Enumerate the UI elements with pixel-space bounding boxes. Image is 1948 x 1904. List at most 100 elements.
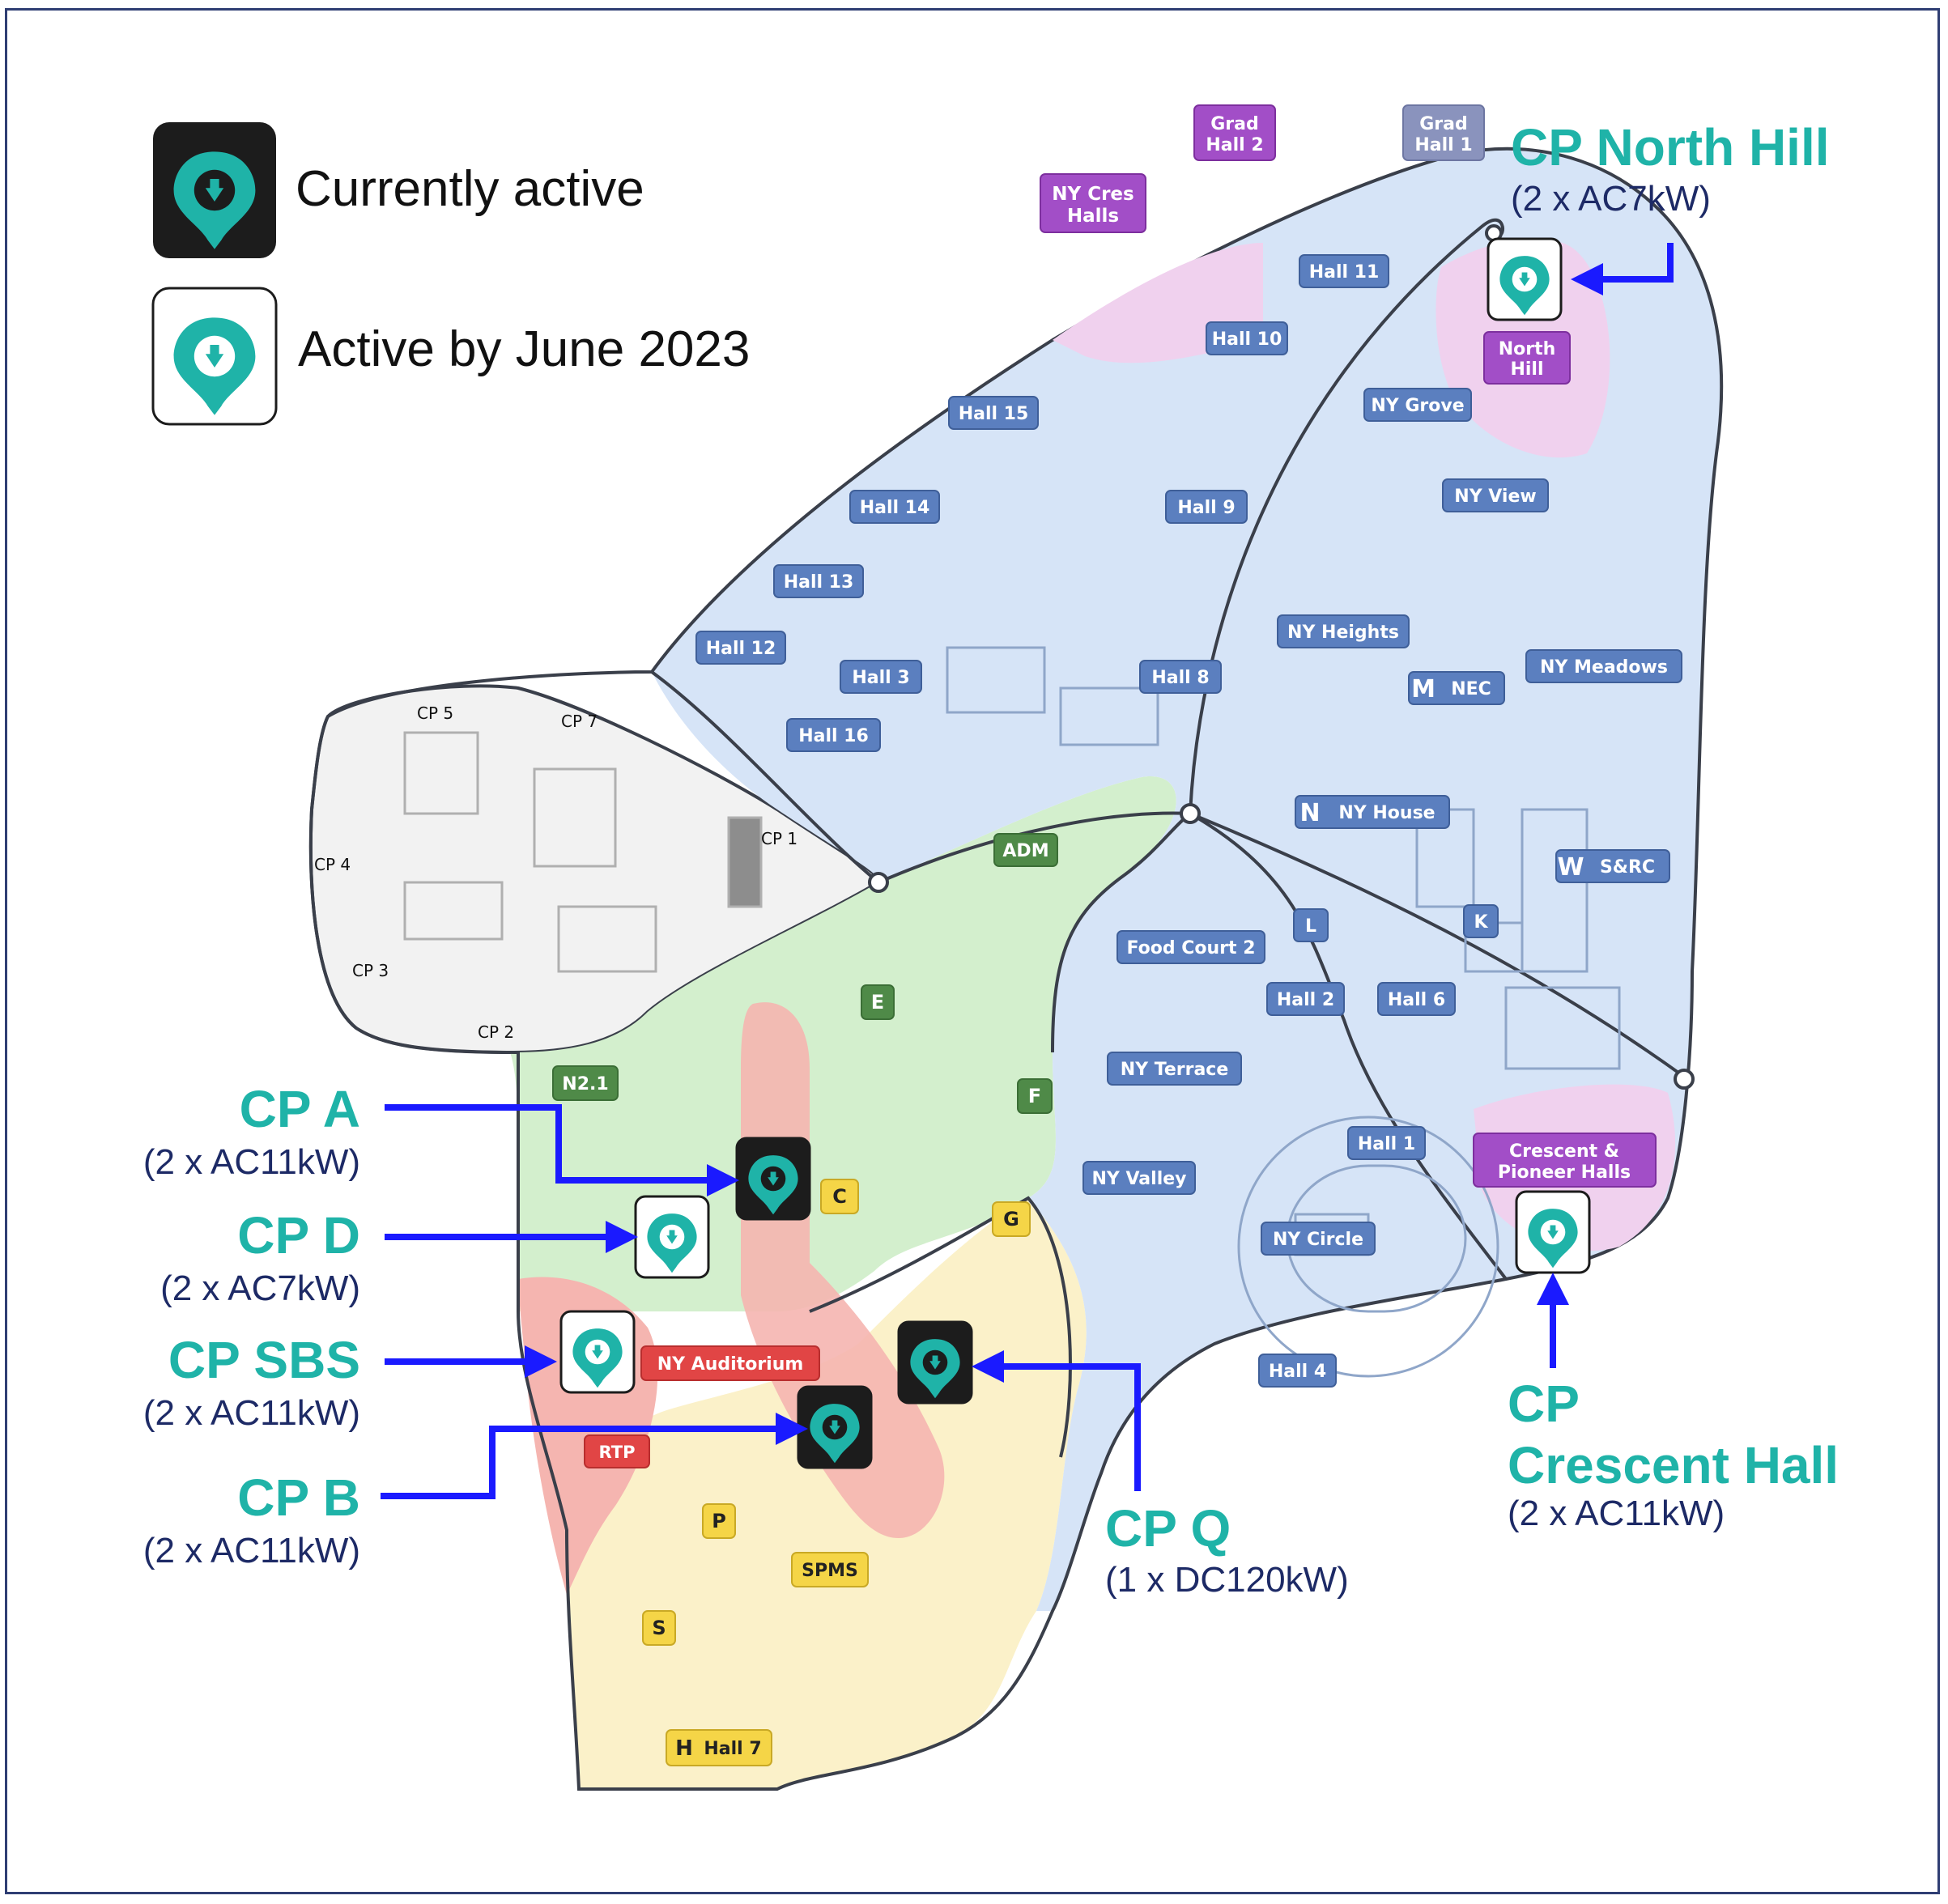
blue-label-hall-13: Hall 13 [773, 564, 864, 598]
pin-cp-a [735, 1137, 811, 1221]
blue-label-text: K [1474, 912, 1488, 933]
blue-label-text: NY View [1454, 487, 1536, 507]
north-hill-spec: (2 x AC7kW) [1511, 179, 1711, 219]
label-n2-1: N2.1 [552, 1065, 619, 1101]
cp-b-spec: (2 x AC11kW) [143, 1531, 360, 1570]
svg-text:F: F [1028, 1085, 1041, 1107]
blue-label-hall-11: Hall 11 [1299, 254, 1389, 288]
cp-d-spec: (2 x AC7kW) [160, 1269, 360, 1308]
blue-label-ny-valley: NY Valley [1082, 1161, 1196, 1195]
legend: Currently active Active by June 2023 [151, 122, 750, 426]
crescent-title-line1: CP [1508, 1375, 1580, 1433]
crescent-title-line2: Crescent Hall [1508, 1436, 1839, 1494]
label-c: C [820, 1179, 859, 1214]
label-spms: SPMS [791, 1552, 869, 1587]
north-hill-line1: North [1499, 339, 1556, 359]
svg-text:S: S [652, 1617, 666, 1639]
blue-label-text: NY Meadows [1540, 657, 1668, 678]
svg-text:SPMS: SPMS [802, 1561, 858, 1581]
pin-cp-sbs [559, 1310, 636, 1394]
cp1-label: CP 1 [761, 829, 797, 848]
legend-active-label: Currently active [296, 161, 644, 217]
cp-b-title: CP B [237, 1468, 360, 1527]
callout-cp-b: CP B (2 x AC11kW) [143, 1468, 360, 1570]
blue-label-hall-1: Hall 1 [1347, 1126, 1426, 1160]
blue-label-hall-14: Hall 14 [849, 490, 940, 524]
cp2-label: CP 2 [478, 1022, 514, 1042]
grad1-line1: Grad [1419, 114, 1468, 134]
pin-cp-q [897, 1320, 973, 1405]
blue-label-ny-terrace: NY Terrace [1107, 1052, 1242, 1086]
blue-label-text: Hall 16 [798, 726, 869, 746]
blue-label-text: NY Heights [1287, 623, 1399, 643]
ny-cres-line1: NY Cres [1052, 184, 1133, 205]
legend-upcoming-label: Active by June 2023 [298, 321, 750, 377]
label-north-hill: North Hill [1483, 331, 1571, 385]
junction-east [1674, 1069, 1695, 1090]
cp-sbs-spec: (2 x AC11kW) [143, 1393, 360, 1433]
cp-sbs-title: CP SBS [168, 1331, 360, 1389]
zone-red-diagonal [741, 1002, 945, 1538]
blue-label-k: K [1463, 904, 1499, 938]
map-frame [5, 8, 1940, 1894]
ny-cres-line2: Halls [1067, 206, 1119, 227]
cp4-label: CP 4 [314, 855, 351, 874]
blue-label-hall-8: Hall 8 [1139, 660, 1222, 694]
legend-upcoming-icon [151, 287, 278, 426]
arrow-north-hill [1571, 243, 1674, 295]
blue-label-ny-heights: NY Heights [1277, 614, 1410, 648]
road-west-divider [650, 670, 880, 884]
arrow-cp-a [385, 1104, 739, 1196]
blue-label-text: Hall 12 [706, 639, 776, 659]
crescent-spec: (2 x AC11kW) [1508, 1494, 1725, 1533]
label-g: G [992, 1201, 1031, 1237]
blue-label-text: Hall 9 [1177, 498, 1235, 518]
label-ny-auditorium: NY Auditorium [640, 1345, 820, 1381]
hall-7-letter: H [675, 1736, 693, 1761]
west-buildings [403, 731, 763, 973]
blue-label-text: NEC [1451, 679, 1491, 699]
road-east-ring [1189, 812, 1686, 1078]
blue-label-text: S&RC [1600, 857, 1655, 878]
cp-q-spec: (1 x DC120kW) [1105, 1560, 1349, 1600]
svg-text:C: C [832, 1185, 847, 1208]
svg-text:N2.1: N2.1 [562, 1074, 608, 1094]
blue-label-hall-9: Hall 9 [1165, 490, 1248, 524]
blue-label-hall-3: Hall 3 [840, 660, 922, 694]
svg-text:NY Auditorium: NY Auditorium [657, 1354, 804, 1375]
label-hall-7: H Hall 7 [666, 1729, 772, 1766]
blue-label-hall-2: Hall 2 [1266, 982, 1345, 1016]
blue-label-text: Hall 11 [1309, 262, 1380, 283]
legend-active-icon [153, 122, 276, 258]
label-ny-cres: NY Cres Halls [1040, 173, 1146, 233]
blue-label-hall-16: Hall 16 [786, 718, 881, 752]
cp3-label: CP 3 [352, 961, 389, 980]
blue-label-hall-12: Hall 12 [695, 631, 786, 665]
cp-d-title: CP D [237, 1206, 360, 1264]
road-south [809, 1196, 1072, 1458]
crescent-line2: Pioneer Halls [1498, 1162, 1631, 1183]
callout-cp-sbs: CP SBS (2 x AC11kW) [143, 1331, 360, 1433]
svg-text:P: P [712, 1510, 726, 1532]
svg-text:ADM: ADM [1002, 841, 1048, 861]
label-crescent-pioneer: Crescent & Pioneer Halls [1473, 1133, 1657, 1188]
label-grad-hall-2: Grad Hall 2 [1193, 104, 1276, 161]
blue-label-text: Hall 15 [959, 404, 1029, 424]
blue-label-text: Hall 14 [860, 498, 930, 518]
label-adm: ADM [993, 833, 1058, 867]
callout-north-hill: CP North Hill (2 x AC7kW) [1511, 118, 1830, 219]
junction-west [868, 872, 889, 893]
cp7-label: CP 7 [561, 712, 598, 731]
north-hill-title: CP North Hill [1511, 118, 1830, 176]
cp5-label: CP 5 [417, 703, 453, 723]
label-grad-hall-1: Grad Hall 1 [1402, 104, 1485, 161]
blue-label-ny-meadows: NY Meadows [1525, 649, 1682, 683]
junction-centre [1180, 803, 1201, 824]
blue-label-text: Hall 3 [852, 668, 909, 688]
blue-label-ny-circle: NY Circle [1261, 1222, 1376, 1256]
cp-a-spec: (2 x AC11kW) [143, 1142, 360, 1182]
grad2-line2: Hall 2 [1206, 135, 1263, 155]
